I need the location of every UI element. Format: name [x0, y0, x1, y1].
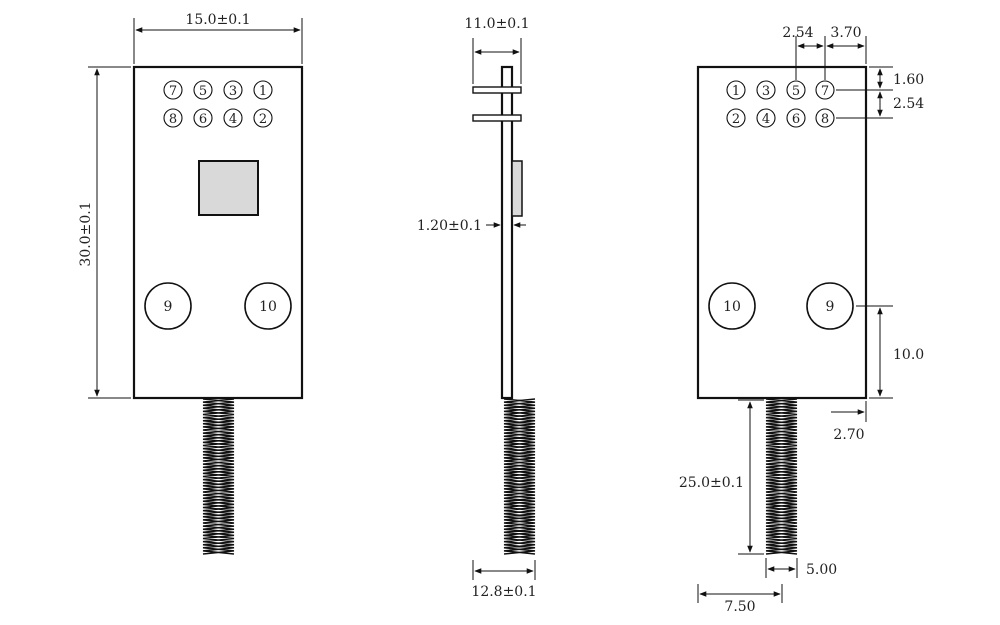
- front-height-dim: 30.0±0.1: [78, 201, 94, 266]
- side-header-pin: [472, 86, 522, 94]
- pin-circle: [756, 108, 776, 128]
- front-module-body: [132, 65, 304, 400]
- front-mount-hole-left: [144, 282, 192, 330]
- front-chip: [198, 160, 259, 216]
- pin-label: 5: [199, 84, 207, 99]
- pin-label: 8: [821, 112, 829, 127]
- side-antenna-coil: [503, 398, 536, 555]
- back-mount-hole-right: [806, 282, 854, 330]
- pin-label: 3: [229, 84, 237, 99]
- pin-circle: [193, 80, 213, 100]
- back-pin-row-bottom: 2 4 6 8: [726, 108, 835, 128]
- pin-label: 4: [229, 112, 237, 127]
- mount-label: 9: [164, 299, 173, 315]
- pin-circle: [786, 108, 806, 128]
- pin-label: 5: [792, 84, 800, 99]
- mount-label: 10: [723, 299, 741, 315]
- back-top-margin-dim: 1.60: [893, 72, 924, 88]
- front-view: 7 5 3 1 8 6 4 2 9 10 15.0±0.1: [78, 12, 304, 555]
- pin-label: 3: [762, 84, 770, 99]
- pin-label: 2: [732, 112, 740, 127]
- back-mount-hole-left: [708, 282, 756, 330]
- pin-label: 6: [792, 112, 800, 127]
- pin-label: 1: [732, 84, 740, 99]
- front-pin-row-top: 7 5 3 1: [163, 80, 273, 100]
- pin-circle: [815, 80, 835, 100]
- back-view: 1 3 5 7 2 4 6 8 10 9 2.54 3.70: [679, 25, 924, 615]
- pin-circle: [815, 108, 835, 128]
- back-antenna-coil: [765, 398, 798, 555]
- back-module-body: [696, 65, 868, 400]
- side-header-pin: [472, 114, 522, 122]
- pin-circle: [726, 80, 746, 100]
- pin-label: 8: [169, 112, 177, 127]
- side-antenna-width-dim: 12.8±0.1: [471, 584, 536, 600]
- back-antenna-edge-dim: 2.70: [833, 427, 864, 443]
- side-thickness-dim: 1.20±0.1: [417, 218, 482, 234]
- pin-label: 7: [821, 84, 829, 99]
- back-pitch-dim: 2.54: [782, 25, 813, 41]
- back-antenna-length-dim: 25.0±0.1: [679, 475, 744, 491]
- back-antenna-width-dim: 5.00: [806, 562, 837, 578]
- pin-label: 6: [199, 112, 207, 127]
- back-row-pitch-dim: 2.54: [893, 96, 924, 112]
- pin-label: 2: [259, 112, 267, 127]
- pin-circle: [726, 108, 746, 128]
- pin-label: 7: [169, 84, 177, 99]
- front-antenna-coil: [202, 398, 235, 555]
- pin-circle: [253, 80, 273, 100]
- pin-label: 4: [762, 112, 770, 127]
- pin-circle: [193, 108, 213, 128]
- mount-label: 10: [259, 299, 277, 315]
- pin-circle: [223, 80, 243, 100]
- mount-label: 9: [826, 299, 835, 315]
- front-mount-hole-right: [244, 282, 292, 330]
- side-view: 11.0±0.1 1.20±0.1 12.8±0.1: [417, 16, 537, 600]
- back-pin-row-top: 1 3 5 7: [726, 80, 835, 100]
- pin-circle: [163, 108, 183, 128]
- pin-circle: [223, 108, 243, 128]
- side-chip: [511, 160, 523, 217]
- back-mount-height-dim: 10.0: [893, 347, 924, 363]
- pin-label: 1: [259, 84, 267, 99]
- pin-circle: [253, 108, 273, 128]
- pin-circle: [756, 80, 776, 100]
- pin-circle: [163, 80, 183, 100]
- front-width-dim: 15.0±0.1: [185, 12, 250, 28]
- side-module-body: [500, 65, 514, 400]
- side-pin-length-dim: 11.0±0.1: [464, 16, 529, 32]
- back-edge-offset-dim: 3.70: [830, 25, 861, 41]
- back-antenna-offset-dim: 7.50: [724, 599, 755, 615]
- front-pin-row-bottom: 8 6 4 2: [163, 108, 273, 128]
- pin-circle: [786, 80, 806, 100]
